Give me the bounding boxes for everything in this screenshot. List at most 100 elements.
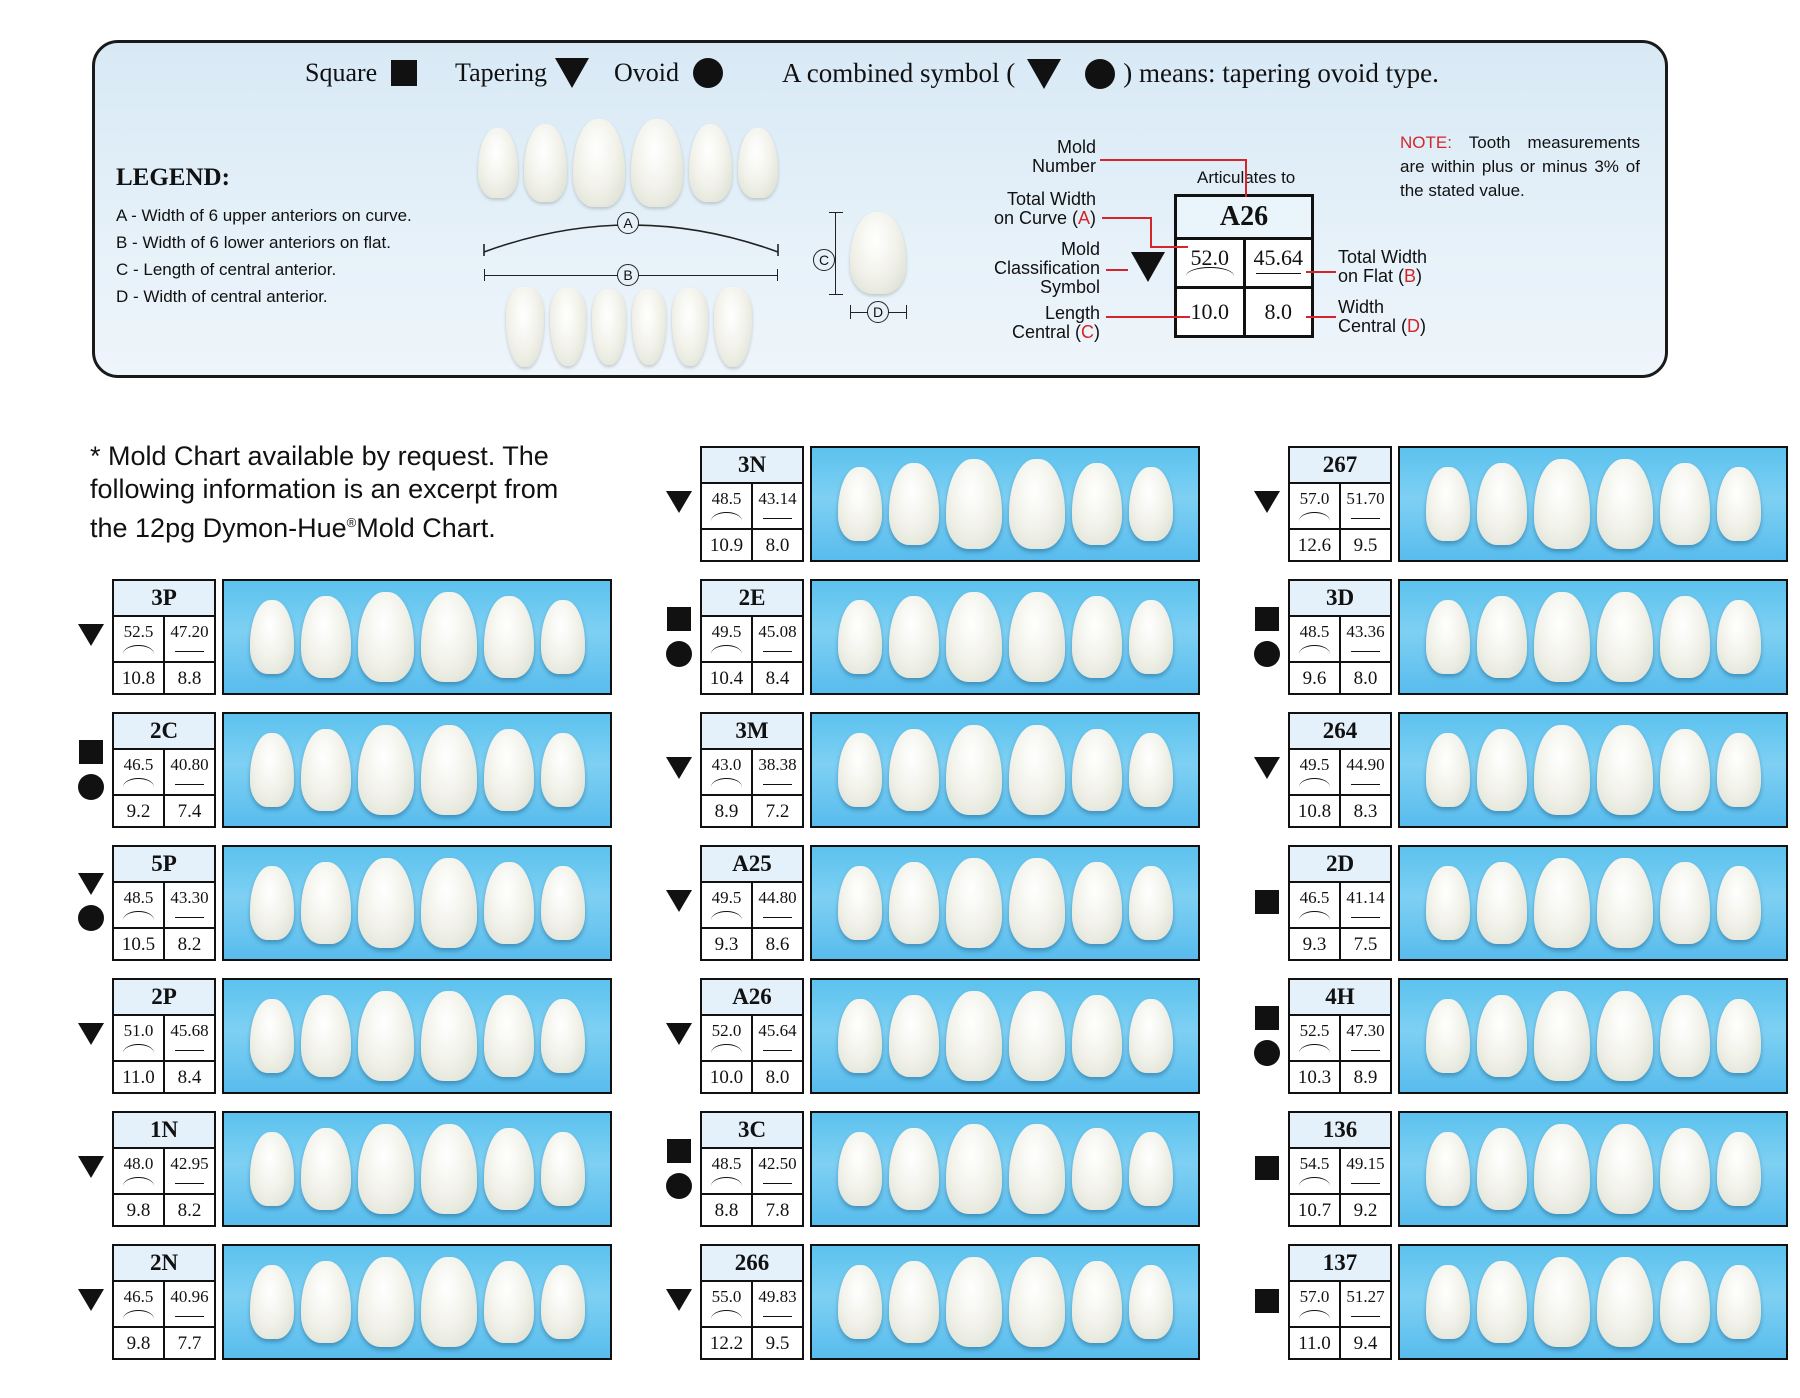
- width-curve: 51.0: [114, 1016, 163, 1060]
- width-flat: 40.80: [163, 750, 214, 794]
- width-flat: 47.30: [1339, 1016, 1390, 1060]
- length-central: 9.8: [126, 1200, 151, 1221]
- tooth: [1071, 1261, 1122, 1343]
- central-anterior-illustration: [850, 212, 906, 294]
- triangle-icon: [78, 1156, 104, 1178]
- paren: ): [1094, 322, 1100, 342]
- tooth: [506, 287, 544, 367]
- flat-mark: [1351, 518, 1380, 519]
- mold-classification-symbols: [1252, 1289, 1282, 1313]
- width-central: 8.2: [163, 929, 214, 961]
- tooth: [249, 866, 294, 940]
- width-central: 9.5: [1339, 530, 1390, 562]
- width-curve: 52.5: [114, 617, 163, 661]
- value: 45.64: [758, 1021, 797, 1040]
- curve-mark: [123, 911, 154, 920]
- tooth: [1425, 866, 1470, 940]
- length-central: 8.8: [714, 1200, 739, 1221]
- width-central: 7.8: [751, 1195, 802, 1227]
- length-central: 10.8: [1297, 801, 1332, 822]
- flat-mark: [175, 784, 204, 785]
- tooth: [357, 725, 414, 815]
- width-flat: 51.70: [1339, 484, 1390, 528]
- tooth: [550, 288, 586, 366]
- width-flat: 41.14: [1339, 883, 1390, 927]
- curve-mark: [123, 1044, 154, 1053]
- square-icon: [79, 740, 103, 764]
- leader-line: [1306, 271, 1336, 273]
- tooth: [1425, 1132, 1470, 1206]
- mold-classification-symbols: [1252, 757, 1282, 779]
- value: 52.0: [711, 1021, 742, 1040]
- value: 51.0: [123, 1021, 154, 1040]
- width-flat: 42.95: [163, 1149, 214, 1193]
- lower-anteriors-illustration: [500, 284, 758, 370]
- tooth: [1533, 1124, 1590, 1214]
- tooth: [1596, 1124, 1653, 1214]
- mold-classification-symbols: [664, 757, 694, 779]
- letter-a: A: [1077, 208, 1090, 228]
- value: 43.30: [170, 888, 209, 907]
- length-central: 9.3: [1302, 934, 1327, 955]
- mold-photo: [1398, 1244, 1788, 1360]
- length-central: 9.2: [126, 801, 151, 822]
- curve-mark: [711, 911, 742, 920]
- mold-name: A26: [702, 980, 802, 1016]
- label-line: Mold: [1060, 239, 1100, 259]
- label-line: Mold: [1056, 137, 1096, 157]
- value: 52.5: [1299, 1021, 1330, 1040]
- value: 48.5: [711, 1154, 742, 1173]
- value: 42.50: [758, 1154, 797, 1173]
- tooth: [1128, 733, 1173, 807]
- width-curve: 46.5: [1290, 883, 1339, 927]
- length-central: 9.6: [1302, 668, 1327, 689]
- tooth: [1008, 725, 1065, 815]
- mold-name: 2C: [114, 714, 214, 750]
- width-curve: 54.5: [1290, 1149, 1339, 1193]
- triangle-icon: [1254, 757, 1280, 779]
- tooth: [483, 596, 534, 678]
- tooth: [1008, 858, 1065, 948]
- value: 51.70: [1346, 489, 1385, 508]
- length-central: 10.7: [1297, 1200, 1332, 1221]
- square-icon: [667, 1139, 691, 1163]
- tooth: [837, 999, 882, 1073]
- tooth: [837, 1132, 882, 1206]
- tooth: [1596, 459, 1653, 549]
- width-curve: 49.5: [1290, 750, 1339, 794]
- dimension-a-marker: A: [617, 212, 639, 234]
- tooth: [1659, 729, 1710, 811]
- square-icon: [1255, 1156, 1279, 1180]
- mold-photo: [222, 712, 612, 828]
- width-curve: 43.0: [702, 750, 751, 794]
- mold-photo: [810, 1111, 1200, 1227]
- tooth: [837, 733, 882, 807]
- value: 45.64: [1253, 245, 1304, 270]
- flat-mark: [1351, 651, 1380, 652]
- dimension-tick: [829, 294, 843, 295]
- width-central: 8.0: [751, 530, 802, 562]
- curve-mark: [1299, 911, 1330, 920]
- tooth: [738, 128, 778, 198]
- mold-name: 3M: [702, 714, 802, 750]
- mold-classification-symbols: [76, 873, 106, 931]
- dimension-d-marker: D: [867, 301, 889, 323]
- width-curve: 55.0: [702, 1282, 751, 1326]
- width-flat: 42.50: [751, 1149, 802, 1193]
- tooth: [540, 733, 585, 807]
- legend-line-d: D - Width of central anterior.: [116, 287, 328, 306]
- curve-mark: [1299, 645, 1330, 654]
- mold-classification-symbols: [1252, 1006, 1282, 1066]
- value: 49.5: [1299, 755, 1330, 774]
- curve-mark: [711, 512, 742, 521]
- label-line: Central (: [1338, 316, 1408, 336]
- triangle-icon: [1254, 491, 1280, 513]
- legend-line-b: B - Width of 6 lower anteriors on flat.: [116, 233, 391, 252]
- width-central: 9.2: [1339, 1195, 1390, 1227]
- note-text: Tooth measurements are within plus or mi…: [1400, 133, 1640, 200]
